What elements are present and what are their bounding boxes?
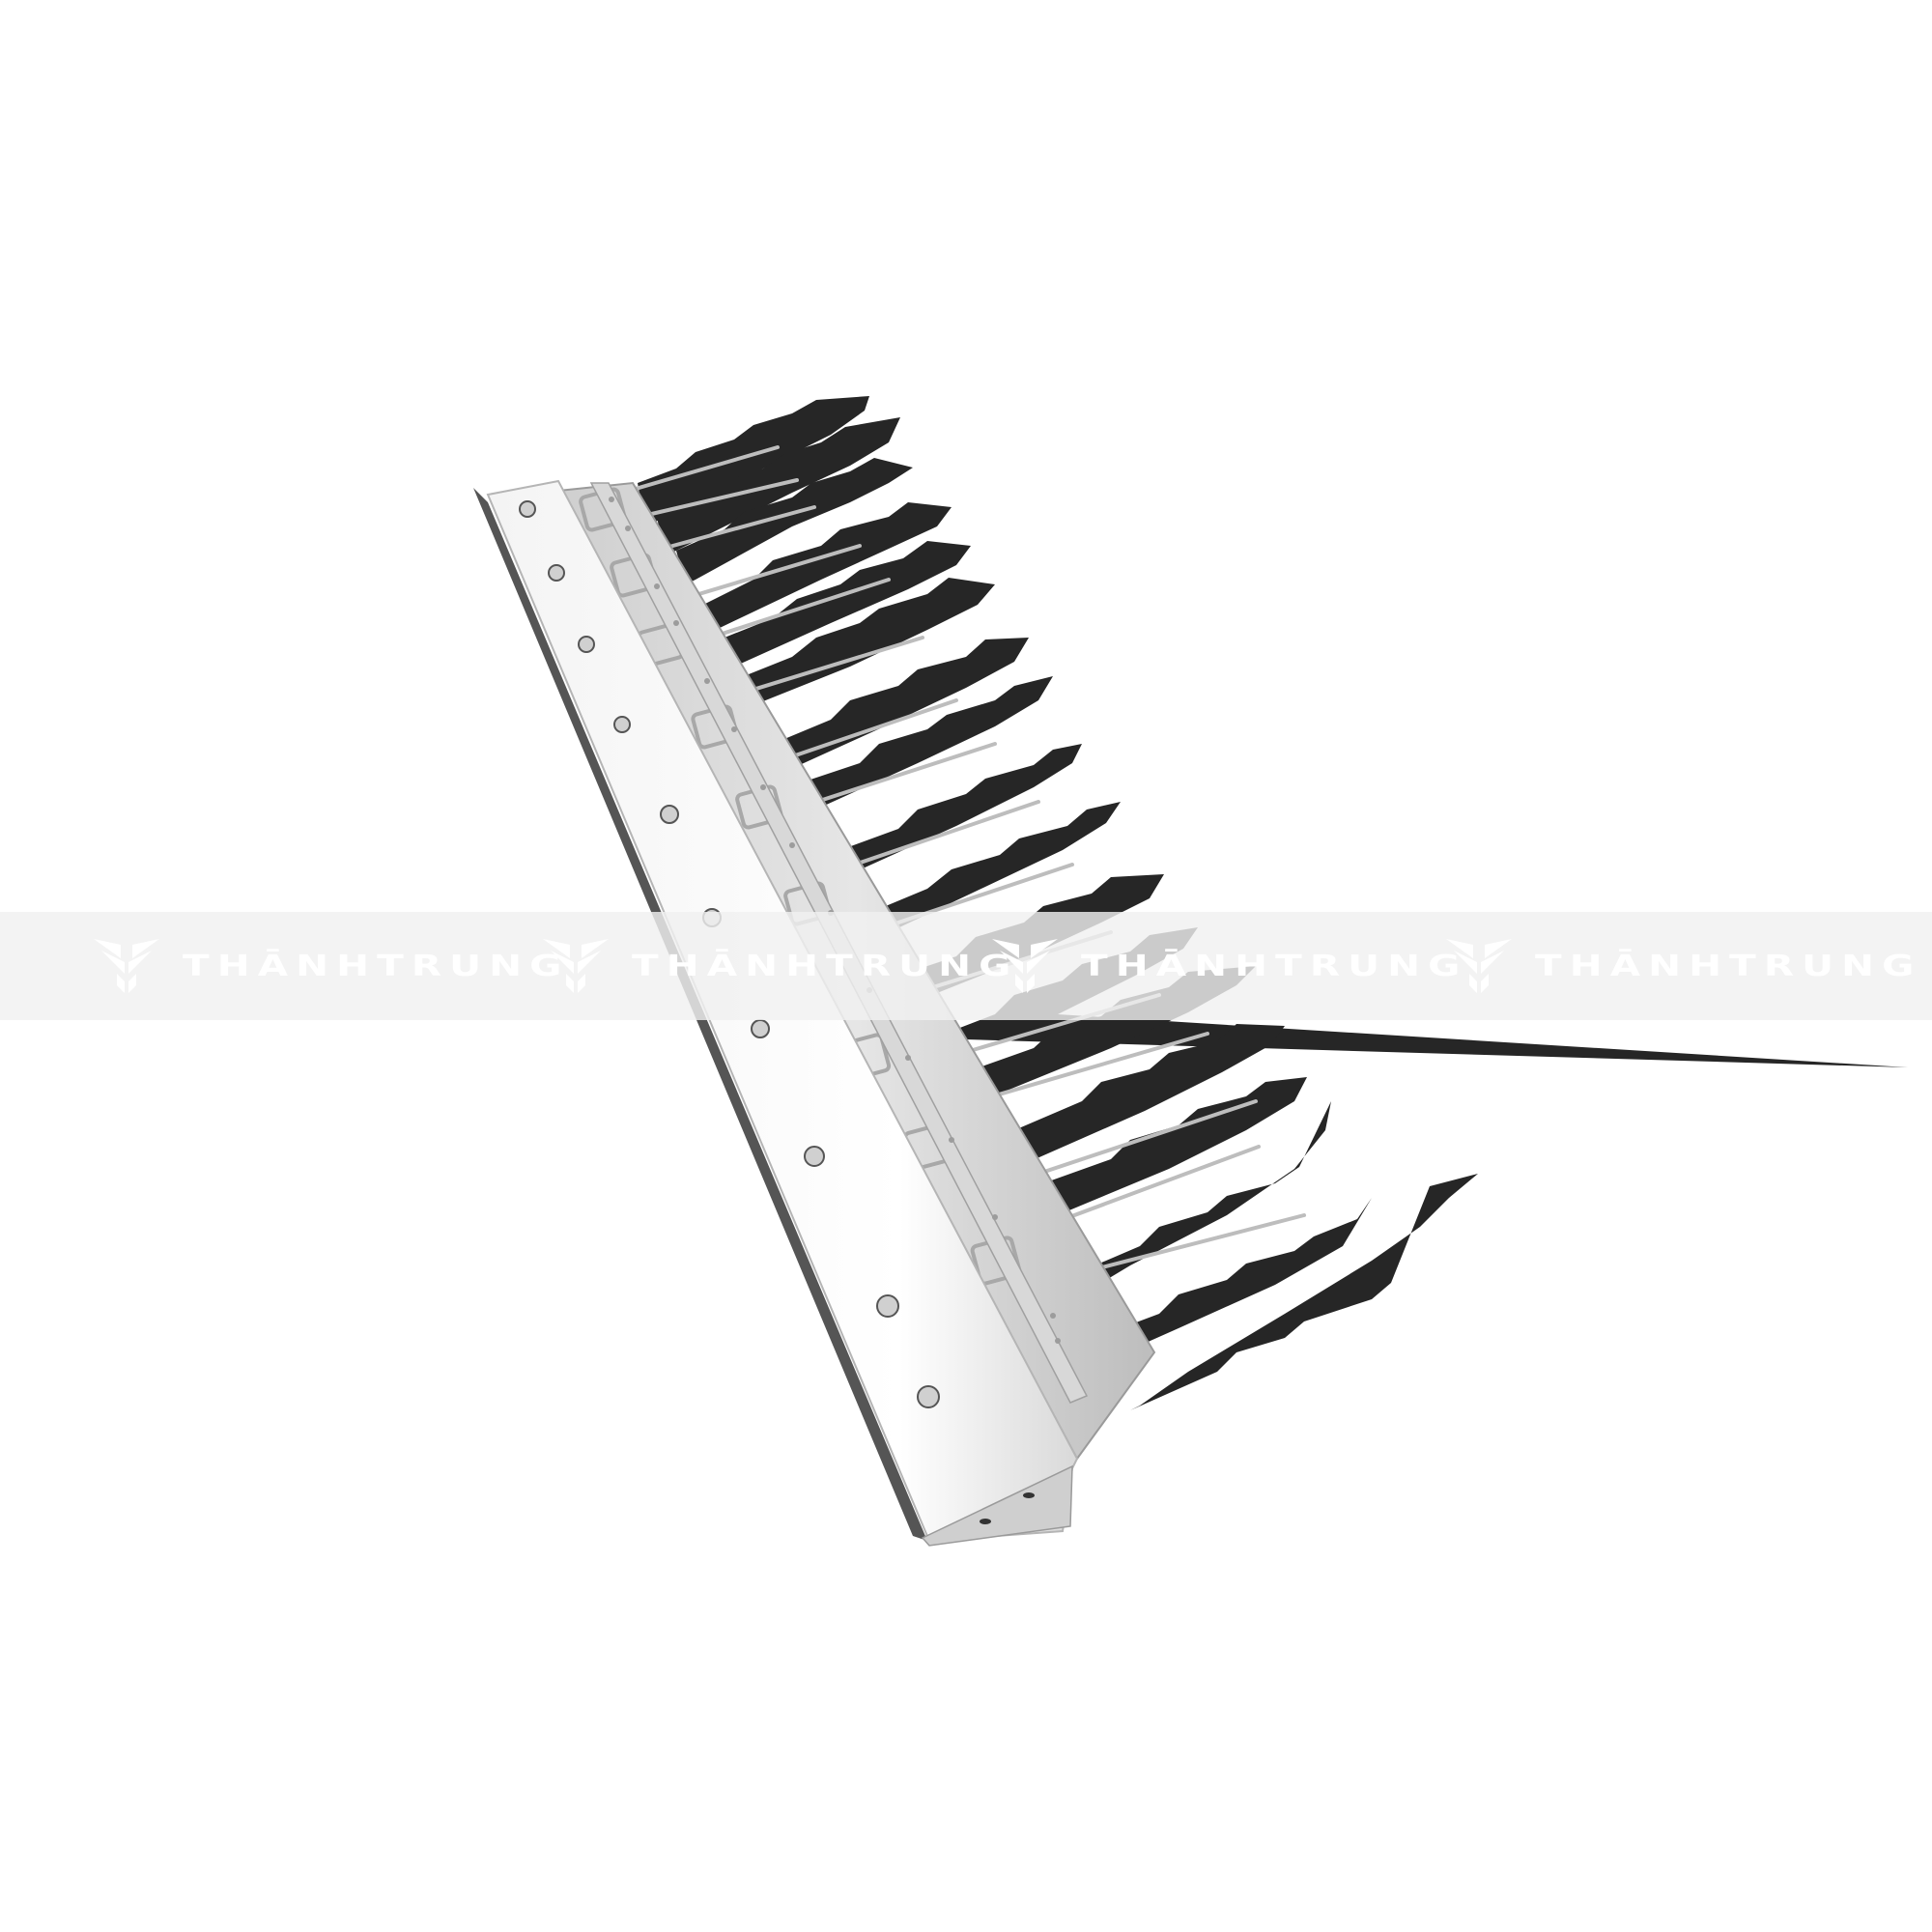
- watermark-unit: THĀNHTRUNG: [990, 912, 1460, 1020]
- brand-logo-icon: [992, 939, 1058, 993]
- watermark-unit: THĀNHTRUNG: [92, 912, 561, 1020]
- end-cap-hole: [1023, 1492, 1035, 1498]
- bar-end-cap: [921, 1464, 1073, 1547]
- watermark-text: THĀNHTRUNG: [1535, 949, 1922, 983]
- watermark-text: THĀNHTRUNG: [632, 949, 1019, 983]
- watermark-band: THĀNHTRUNG THĀNHTRUNG THĀNHTRUNG THĀNHTR…: [0, 912, 1932, 1020]
- brand-logo-icon: [543, 939, 609, 993]
- brand-logo-icon: [1446, 939, 1512, 993]
- end-cap-hole: [980, 1519, 991, 1524]
- watermark-text: THĀNHTRUNG: [183, 949, 570, 983]
- watermark-text: THĀNHTRUNG: [1081, 949, 1468, 983]
- watermark-unit: THĀNHTRUNG: [541, 912, 1010, 1020]
- watermark-unit: THĀNHTRUNG: [1444, 912, 1914, 1020]
- brand-logo-icon: [94, 939, 159, 993]
